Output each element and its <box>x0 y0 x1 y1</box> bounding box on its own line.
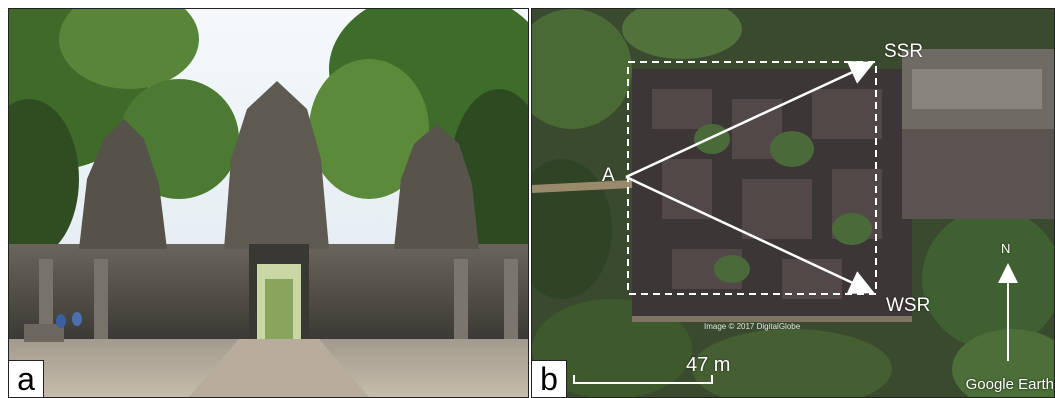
panel-letter-a: a <box>9 360 44 397</box>
arrow-a-to-wsr <box>625 175 875 294</box>
arrow-a-to-ssr <box>625 61 875 179</box>
satellite-map-illustration <box>532 9 1054 397</box>
wsr-label: WSR <box>886 295 931 316</box>
panel-b-satellite: A SSR WSR N 47 m Image © 2017 DigitalGlo… <box>531 8 1055 398</box>
north-label: N <box>1001 241 1011 256</box>
scale-bar <box>573 375 713 384</box>
panel-letter-b: b <box>532 360 567 397</box>
imagery-copyright: Image © 2017 DigitalGlobe <box>704 322 801 331</box>
point-a-label: A <box>602 165 615 186</box>
temple-photo-illustration <box>9 9 528 397</box>
google-earth-watermark: Google Earth <box>965 376 1054 393</box>
ssr-label: SSR <box>884 41 924 62</box>
vegetation-texture <box>532 9 1054 397</box>
panel-a-photo: a <box>8 8 529 398</box>
scale-bar-label: 47 m <box>686 354 731 376</box>
